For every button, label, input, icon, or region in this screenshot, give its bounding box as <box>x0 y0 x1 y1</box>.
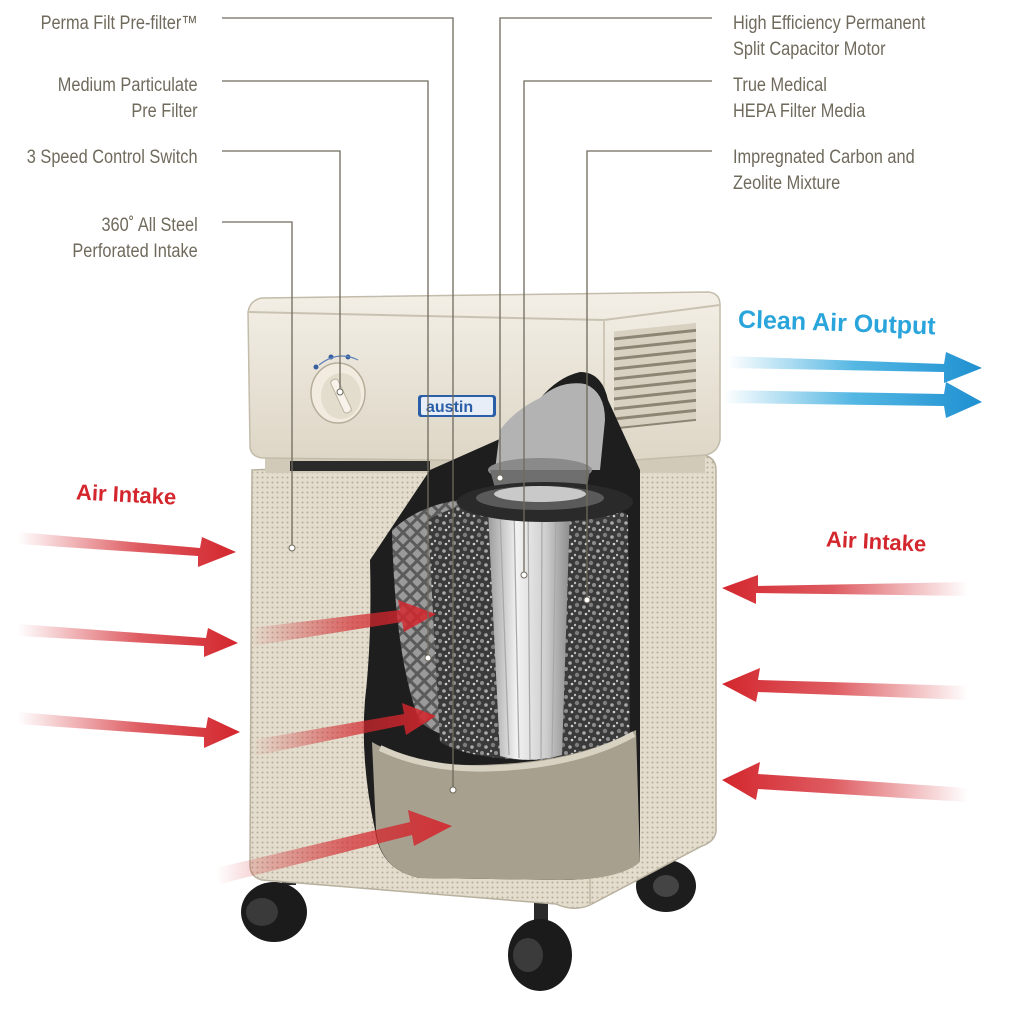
label-line: Perforated Intake <box>72 241 198 262</box>
output-arrow <box>728 352 982 383</box>
label-psc-motor: High Efficiency Permanent Split Capacito… <box>733 11 925 63</box>
leader-lines <box>222 17 712 790</box>
motor-housing <box>495 383 605 470</box>
label-hepa-media: True Medical HEPA Filter Media <box>733 73 865 125</box>
label-line: True Medical <box>733 75 827 96</box>
air-intake-arrows-right <box>722 575 968 802</box>
brand-plate: austin <box>418 395 496 417</box>
label-line: Impregnated Carbon and <box>733 147 915 168</box>
air-intake-label-left: Air Intake <box>75 479 177 510</box>
leader-dot <box>288 544 296 552</box>
intake-arrow <box>216 810 452 884</box>
output-arrow <box>724 382 982 418</box>
label-line: Pre Filter <box>131 101 198 122</box>
label-line: Zeolite Mixture <box>733 173 841 194</box>
leader-carbon <box>586 150 712 600</box>
leader-perma-filt <box>222 17 454 790</box>
label-line: High Efficiency Permanent <box>733 13 926 34</box>
intake-arrow <box>252 703 436 756</box>
intake-arrow <box>722 762 968 802</box>
intake-arrow <box>18 532 236 567</box>
air-intake-arrows-left <box>18 532 240 748</box>
leader-endpoints <box>288 388 591 794</box>
label-speed-control-switch: 3 Speed Control Switch <box>27 145 198 171</box>
intake-arrow <box>722 575 968 604</box>
leader-motor <box>499 17 712 478</box>
leader-dot <box>496 474 504 482</box>
label-line: Split Capacitor Motor <box>733 39 886 60</box>
brand-name: austin <box>426 399 473 416</box>
intake-arrow <box>250 600 436 646</box>
cutaway-interior <box>363 372 640 880</box>
leader-dot <box>449 786 457 794</box>
label-line: Medium Particulate <box>58 75 198 96</box>
label-line: HEPA Filter Media <box>733 101 866 122</box>
leader-hepa <box>523 80 712 575</box>
exhaust-vent <box>614 322 696 430</box>
label-line: Perma Filt Pre-filter™ <box>40 13 198 34</box>
intake-arrow <box>18 712 240 748</box>
label-line: 3 Speed Control Switch <box>27 147 198 168</box>
leader-speed-switch <box>222 150 341 392</box>
label-steel-perforated-intake: 360˚ All Steel Perforated Intake <box>73 213 198 265</box>
intake-arrow <box>722 668 968 702</box>
leader-dot <box>336 388 344 396</box>
leader-medium-particulate <box>222 80 429 658</box>
air-intake-label-right: Air Intake <box>825 526 927 557</box>
label-perma-filt-prefilter: Perma Filt Pre-filter™ <box>41 11 198 37</box>
intake-arrow <box>18 624 238 657</box>
purifier-unit: austin <box>241 291 721 991</box>
label-carbon-zeolite: Impregnated Carbon and Zeolite Mixture <box>733 145 915 197</box>
leader-dot <box>424 654 432 662</box>
label-medium-particulate-prefilter: Medium Particulate Pre Filter <box>58 73 198 125</box>
leader-steel-intake <box>222 221 293 548</box>
leader-dot <box>583 596 591 604</box>
air-intake-arrows-through-unit <box>216 600 452 884</box>
leader-dot <box>520 571 528 579</box>
clean-air-output-arrows <box>724 352 982 418</box>
label-line: 360˚ All Steel <box>101 215 198 236</box>
